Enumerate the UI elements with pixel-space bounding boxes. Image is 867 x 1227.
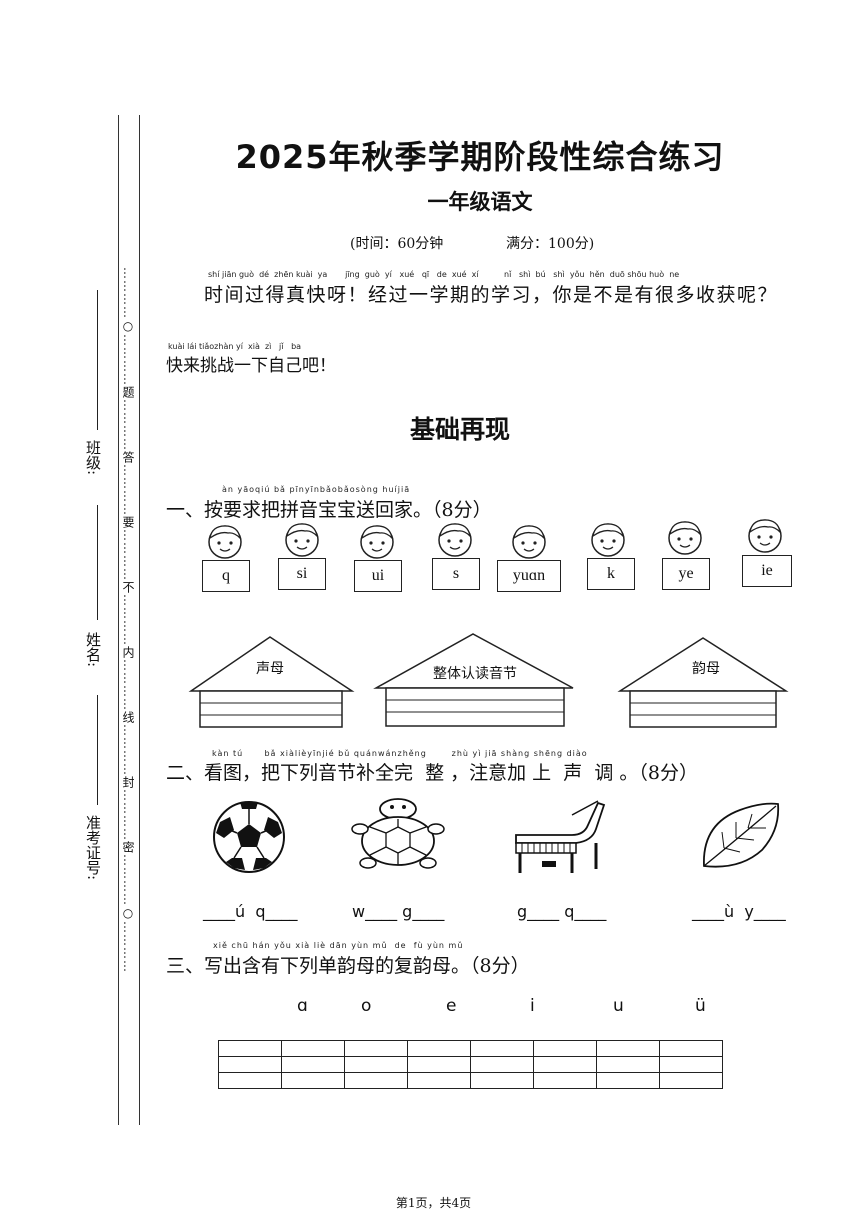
blank-piano[interactable]: g____ q____	[517, 902, 607, 921]
binding-strip-text: …………○…………题…………答…………要…………不…………内…………线…………封…	[121, 267, 135, 973]
grid-cell[interactable]	[218, 1072, 282, 1089]
grid-cell[interactable]	[596, 1056, 660, 1073]
q2-prompt: 二、看图，把下列音节补全完 整 ，注意加 上 声 调 。（8分）	[166, 762, 698, 784]
turtle-icon	[351, 798, 445, 869]
grid-cell[interactable]	[407, 1072, 471, 1089]
vowel-e: e	[446, 996, 457, 1016]
intro-line1-pinyin: shí jiān guò dé zhēn kuài ya jīng guò yí…	[208, 270, 680, 279]
intro-line2-pinyin: kuài lái tiǎozhàn yí xià zì jǐ ba	[168, 342, 302, 351]
grid-cell[interactable]	[470, 1056, 534, 1073]
grid-cell[interactable]	[533, 1056, 597, 1073]
q3-pinyin: xiě chū hán yǒu xià liè dān yùn mǔ de fù…	[213, 941, 464, 950]
grid-cell[interactable]	[344, 1040, 408, 1057]
vowel-u: u	[613, 996, 624, 1016]
q1-pinyin: àn yāoqiú bǎ pīnyīnbǎobǎosòng huíjiā	[222, 485, 411, 494]
grid-cell[interactable]	[344, 1072, 408, 1089]
grid-cell[interactable]	[344, 1056, 408, 1073]
pinyin-card[interactable]: ie	[742, 555, 792, 587]
house-shengmu[interactable]	[188, 636, 355, 728]
pinyin-card[interactable]: yuɑn	[497, 560, 561, 592]
grid-cell[interactable]	[659, 1056, 723, 1073]
grid-cell[interactable]	[659, 1072, 723, 1089]
full-score: 满分：100分)	[506, 236, 595, 252]
grid-cell[interactable]	[407, 1056, 471, 1073]
blank-turtle[interactable]: w____ g____	[352, 902, 445, 921]
exam-id-label: 准考证号:	[84, 815, 102, 881]
house-label-zhengti: 整体认读音节	[433, 666, 517, 682]
section-heading: 基础再现	[409, 415, 510, 444]
page-footer: 第1页，共4页	[395, 1196, 472, 1210]
grid-cell[interactable]	[218, 1056, 282, 1073]
grid-cell[interactable]	[281, 1056, 345, 1073]
name-label: 姓名:	[84, 632, 102, 668]
class-line[interactable]	[97, 290, 98, 430]
football-icon	[213, 801, 285, 873]
pinyin-card[interactable]: q	[202, 560, 250, 592]
house-label-yunmu: 韵母	[692, 661, 720, 677]
name-line[interactable]	[97, 505, 98, 620]
grid-cell[interactable]	[470, 1040, 534, 1057]
vowel-u-umlaut: ü	[695, 996, 706, 1016]
exam-id-line[interactable]	[97, 695, 98, 805]
intro-line2: 快来挑战一下自己吧！	[166, 356, 336, 376]
pinyin-card[interactable]: k	[587, 558, 635, 590]
house-label-shengmu: 声母	[256, 661, 284, 677]
class-label: 班级:	[84, 440, 102, 476]
house-zhengti[interactable]	[373, 633, 574, 727]
grid-cell[interactable]	[533, 1040, 597, 1057]
grid-cell[interactable]	[281, 1072, 345, 1089]
q3-prompt: 三、写出含有下列单韵母的复韵母。（8分）	[166, 955, 530, 977]
grid-cell[interactable]	[218, 1040, 282, 1057]
exam-time: (时间：60分钟	[350, 236, 444, 252]
page-title: 2025年秋季学期阶段性综合练习	[235, 138, 725, 176]
q1-prompt: 一、按要求把拼音宝宝送回家。（8分）	[166, 499, 492, 521]
grid-cell[interactable]	[659, 1040, 723, 1057]
vowel-i: i	[530, 996, 535, 1016]
leaf-icon	[703, 802, 780, 868]
intro-line1: 时间过得真快呀！经过一学期的学习，你是不是有很多收获呢？	[204, 284, 779, 306]
grid-cell[interactable]	[596, 1072, 660, 1089]
vowel-a: ɑ	[297, 996, 308, 1016]
grid-cell[interactable]	[596, 1040, 660, 1057]
house-yunmu[interactable]	[617, 637, 789, 728]
blank-leaf[interactable]: ____ù y____	[692, 902, 786, 921]
piano-icon	[515, 800, 606, 873]
pinyin-card[interactable]: ui	[354, 560, 402, 592]
blank-football[interactable]: ____ú q____	[203, 902, 298, 921]
grid-cell[interactable]	[470, 1072, 534, 1089]
pinyin-card[interactable]: ye	[662, 558, 710, 590]
grid-cell[interactable]	[533, 1072, 597, 1089]
q2-pinyin: kàn tú bǎ xiàlièyīnjié bǔ quánwánzhěng z…	[212, 749, 588, 758]
grid-cell[interactable]	[407, 1040, 471, 1057]
answer-grid	[218, 1040, 723, 1089]
pinyin-card[interactable]: si	[278, 558, 326, 590]
grid-cell[interactable]	[281, 1040, 345, 1057]
pinyin-card[interactable]: s	[432, 558, 480, 590]
page-subtitle: 一年级语文	[427, 190, 533, 214]
vowel-o: o	[361, 996, 372, 1016]
binding-strip	[118, 115, 140, 1125]
